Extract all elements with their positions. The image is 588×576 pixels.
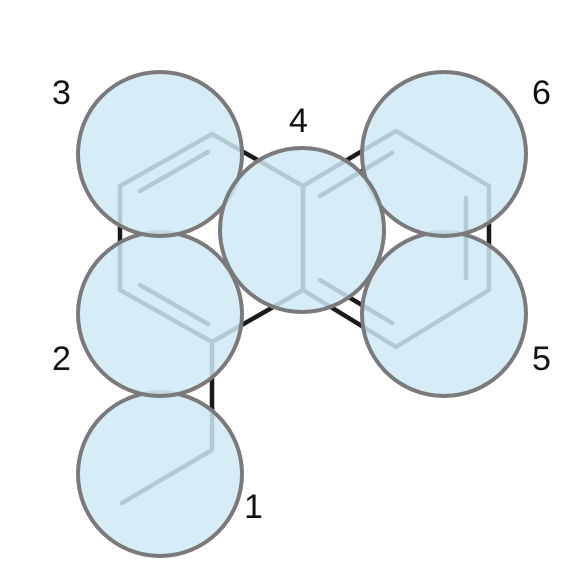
region-6-circle — [360, 70, 528, 238]
region-highlights — [76, 70, 528, 558]
region-2-circle — [76, 230, 244, 398]
region-1-circle — [76, 390, 244, 558]
region-labels: 1 2 3 4 5 6 — [52, 74, 551, 526]
region-5-circle — [360, 230, 528, 398]
region-label-3: 3 — [52, 74, 71, 112]
region-label-2: 2 — [52, 340, 71, 378]
region-4-circle — [218, 146, 386, 314]
region-label-5: 5 — [532, 340, 551, 378]
region-label-4: 4 — [289, 102, 308, 140]
region-3-circle — [76, 70, 244, 238]
region-label-6: 6 — [532, 74, 551, 112]
region-label-1: 1 — [244, 488, 263, 526]
